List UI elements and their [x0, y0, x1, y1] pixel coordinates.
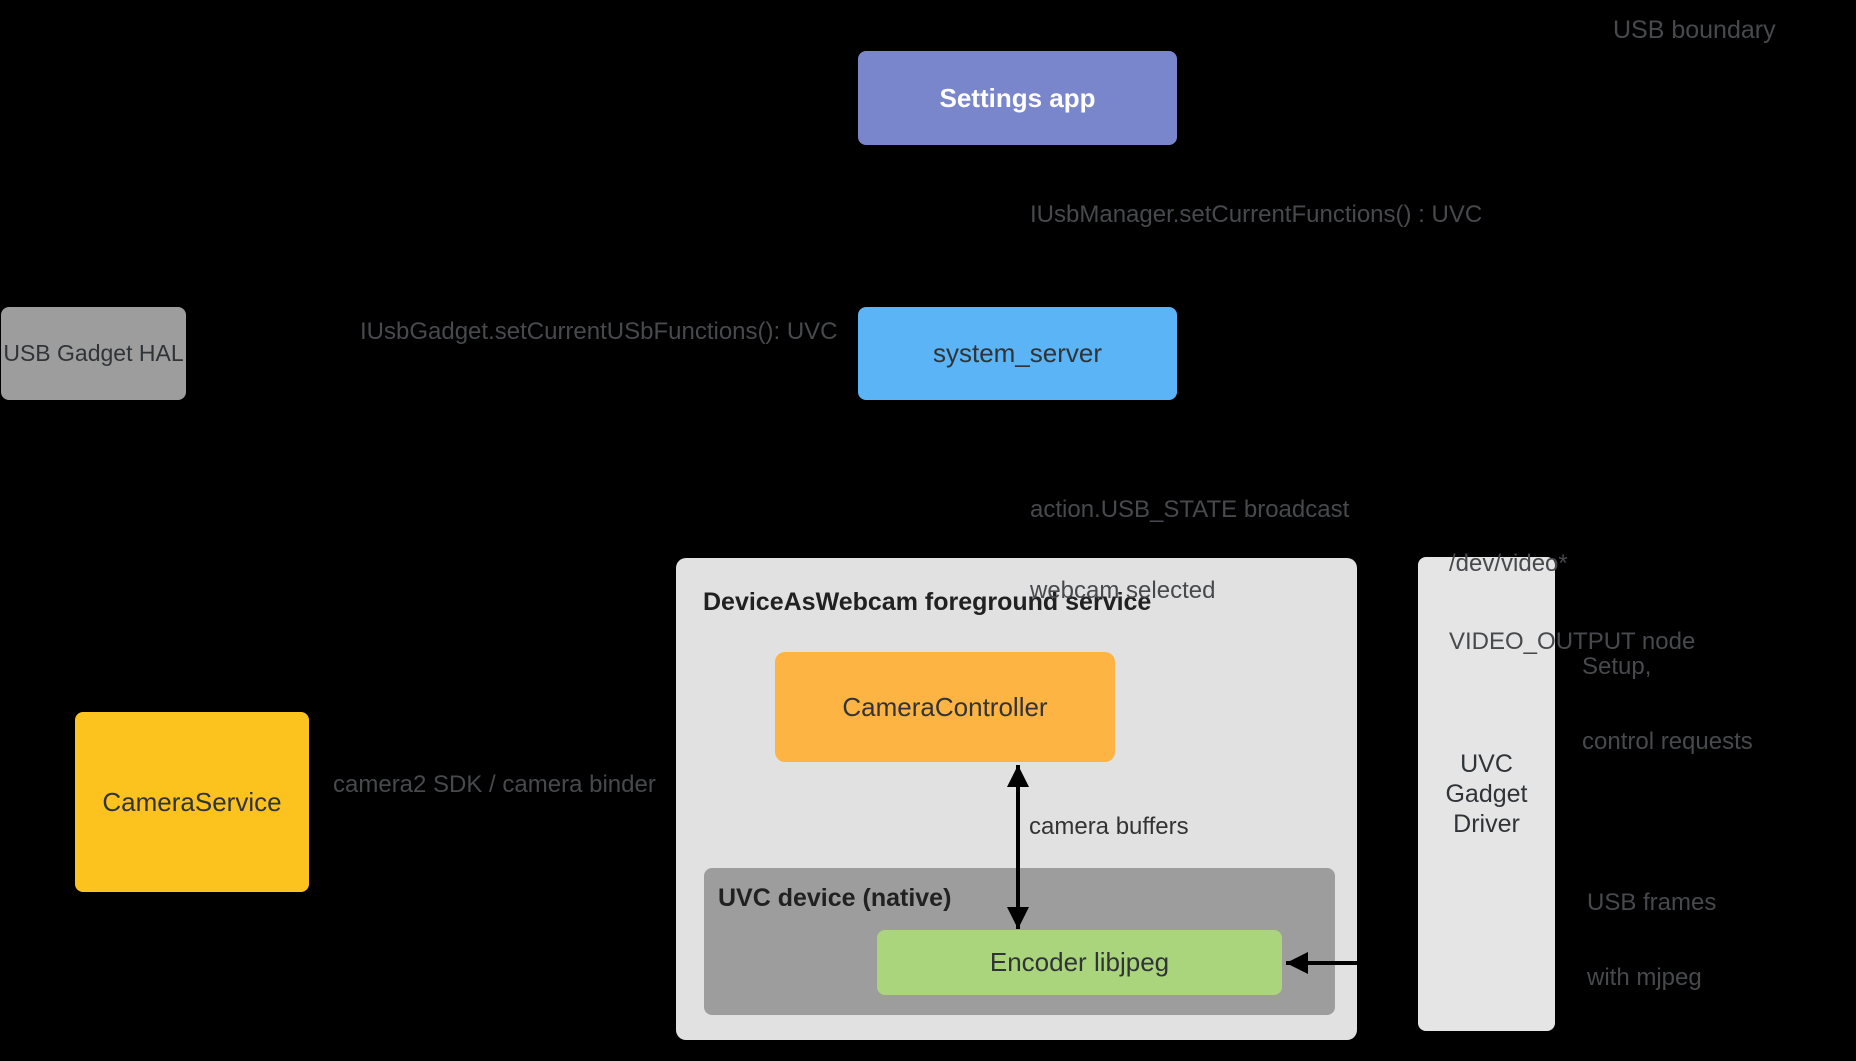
usb-state-broadcast-line2: webcam selected — [1030, 577, 1216, 604]
camera-controller-box: CameraController — [775, 652, 1115, 762]
usb-frames-mjpeg-line2: with mjpeg — [1587, 964, 1702, 991]
usb-frames-mjpeg-label: USB frames with mjpeg — [1587, 840, 1716, 1015]
usb-state-broadcast-line1: action.USB_STATE broadcast — [1030, 496, 1350, 523]
camera-service-label: CameraService — [102, 786, 282, 817]
usb-state-broadcast-label: action.USB_STATE broadcast webcam select… — [1030, 442, 1349, 631]
settings-app-label: Settings app — [939, 82, 1096, 113]
encoder-libjpeg-box: Encoder libjpeg — [877, 930, 1282, 995]
camera-buffers-label: camera buffers — [1029, 813, 1189, 840]
uvc-gadget-driver-label-line3: Driver — [1453, 810, 1520, 838]
usb-gadget-hal-box: USB Gadget HAL — [1, 307, 186, 400]
uvc-gadget-driver-label-line1: UVC — [1460, 750, 1513, 778]
iusbgadget-call-label: IUsbGadget.setCurrentUSbFunctions(): UVC — [360, 318, 838, 345]
device-as-webcam-service-title: DeviceAsWebcam foreground service — [703, 588, 1152, 616]
setup-control-requests-line2: control requests — [1582, 728, 1753, 755]
setup-control-requests-line1: Setup, — [1582, 653, 1652, 680]
iusbmanager-call-label: IUsbManager.setCurrentFunctions() : UVC — [1030, 201, 1483, 228]
camera-controller-label: CameraController — [842, 691, 1048, 722]
system-server-label: system_server — [932, 338, 1103, 368]
usb-gadget-hal-label: USB Gadget HAL — [3, 340, 184, 366]
settings-app-box: Settings app — [858, 51, 1177, 145]
usb-frames-mjpeg-line1: USB frames — [1587, 889, 1717, 916]
uvc-gadget-driver-label-line2: Gadget — [1445, 780, 1528, 808]
system-server-box: system_server — [858, 307, 1177, 400]
uvc-gadget-driver-box: UVC Gadget Driver — [1418, 557, 1555, 1031]
usb-boundary-label: USB boundary — [1613, 16, 1776, 44]
dev-video-node-line1: /dev/video* — [1449, 550, 1568, 577]
camera-service-box: CameraService — [75, 712, 309, 892]
encoder-libjpeg-label: Encoder libjpeg — [989, 947, 1170, 977]
setup-control-requests-label: Setup, control requests — [1582, 604, 1753, 779]
uvc-device-native-title: UVC device (native) — [718, 884, 952, 912]
dev-video-node-line2: VIDEO_OUTPUT node — [1449, 628, 1696, 655]
dev-video-node-label: /dev/video* VIDEO_OUTPUT node — [1449, 499, 1695, 681]
camera2-sdk-binder-label: camera2 SDK / camera binder — [333, 771, 656, 798]
